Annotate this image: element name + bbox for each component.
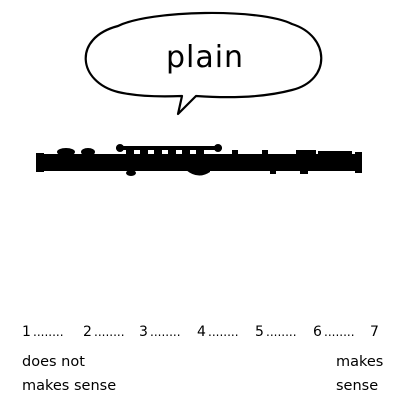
- scale-separator: ........: [324, 325, 355, 339]
- left-anchor-line-2: makes sense: [22, 378, 117, 394]
- scale-separator: ........: [266, 325, 297, 339]
- scale-separator: ........: [94, 325, 125, 339]
- left-anchor-label: does not makes sense: [22, 350, 116, 398]
- speech-bubble-outline: [84, 11, 323, 116]
- right-anchor-line-1: makes: [336, 354, 384, 370]
- scale-point-5[interactable]: 5: [255, 324, 264, 340]
- rating-scale: 1 ........ 2 ........ 3 ........ 4 .....…: [22, 324, 384, 344]
- scale-point-2[interactable]: 2: [83, 324, 92, 340]
- scale-separator: ........: [208, 325, 239, 339]
- scale-point-3[interactable]: 3: [139, 324, 148, 340]
- scale-separator: ........: [33, 325, 64, 339]
- stimulus-word: plain: [165, 40, 245, 75]
- scale-point-7[interactable]: 7: [370, 324, 379, 340]
- scale-point-4[interactable]: 4: [197, 324, 206, 340]
- right-anchor-label: makes sense: [336, 350, 383, 398]
- left-anchor-line-1: does not: [22, 354, 85, 370]
- scale-separator: ........: [150, 325, 181, 339]
- scale-point-6[interactable]: 6: [313, 324, 322, 340]
- right-anchor-line-2: sense: [336, 378, 379, 394]
- scale-point-1[interactable]: 1: [22, 324, 31, 340]
